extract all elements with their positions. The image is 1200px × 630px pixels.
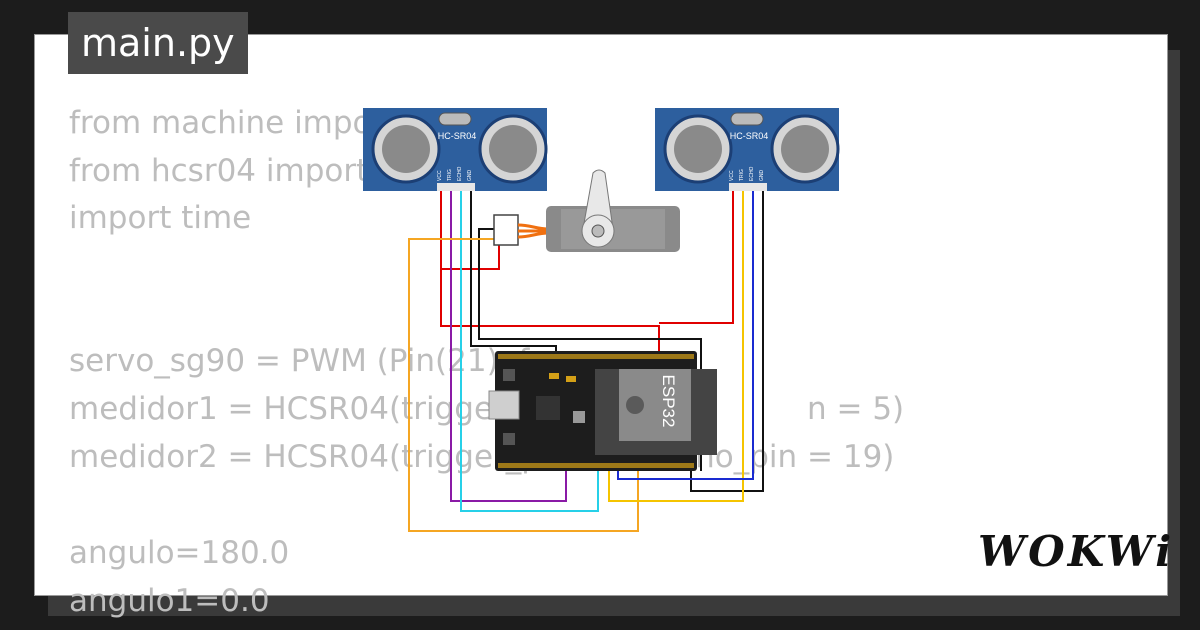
wokwi-logo: WOKWi bbox=[978, 527, 1175, 576]
wire-red bbox=[659, 191, 734, 324]
code-line: angulo1=0.0 bbox=[69, 583, 270, 619]
code-line: servo_sg90 = PWM (Pin(21), f bbox=[69, 343, 530, 379]
pin-label: GND bbox=[759, 170, 765, 182]
wire-black bbox=[690, 191, 764, 492]
ultrasonic-sensor-1[interactable]: HC-SR04 VCC TRIG ECHO GND bbox=[363, 108, 548, 191]
wires bbox=[408, 191, 764, 532]
pin-label: VCC bbox=[437, 170, 443, 181]
sensor-label: HC-SR04 bbox=[438, 131, 477, 141]
file-tab[interactable]: main.py bbox=[68, 12, 248, 74]
pin-label: VCC bbox=[729, 170, 735, 181]
code-line: import time bbox=[69, 200, 252, 236]
code-line: angulo=180.0 bbox=[69, 535, 290, 571]
pin-label: TRIG bbox=[447, 169, 453, 181]
pin-label: ECHO bbox=[457, 166, 463, 181]
circuit-diagram[interactable]: HC-SR04 VCC TRIG ECHO GND HC-SR04 VCC TR… bbox=[35, 35, 1167, 595]
pin-label: ECHO bbox=[749, 166, 755, 181]
code-line: from hcsr04 import bbox=[69, 153, 369, 189]
code-line: medidor1 = HCSR04(trigger_ bbox=[69, 391, 522, 427]
wire-orange bbox=[408, 238, 639, 532]
wire-yellow bbox=[608, 191, 744, 502]
wire-cyan bbox=[460, 191, 599, 512]
project-card[interactable]: from machine impo from hcsr04 import imp… bbox=[34, 34, 1168, 619]
sensor-label: HC-SR04 bbox=[730, 131, 769, 141]
code-line: from machine impo bbox=[69, 105, 372, 141]
board-label: ESP32 bbox=[659, 375, 678, 428]
wire-purple bbox=[450, 191, 567, 502]
pin-label: TRIG bbox=[739, 169, 745, 181]
code-fragment: n = 5) bbox=[807, 391, 905, 427]
wire-blue bbox=[617, 191, 754, 480]
esp32-board[interactable]: ESP32 bbox=[488, 351, 717, 471]
wire-black bbox=[470, 191, 557, 353]
servo-motor[interactable] bbox=[493, 169, 680, 252]
ultrasonic-sensor-2[interactable]: HC-SR04 VCC TRIG ECHO GND bbox=[655, 108, 840, 191]
pin-label: GND bbox=[467, 170, 473, 182]
